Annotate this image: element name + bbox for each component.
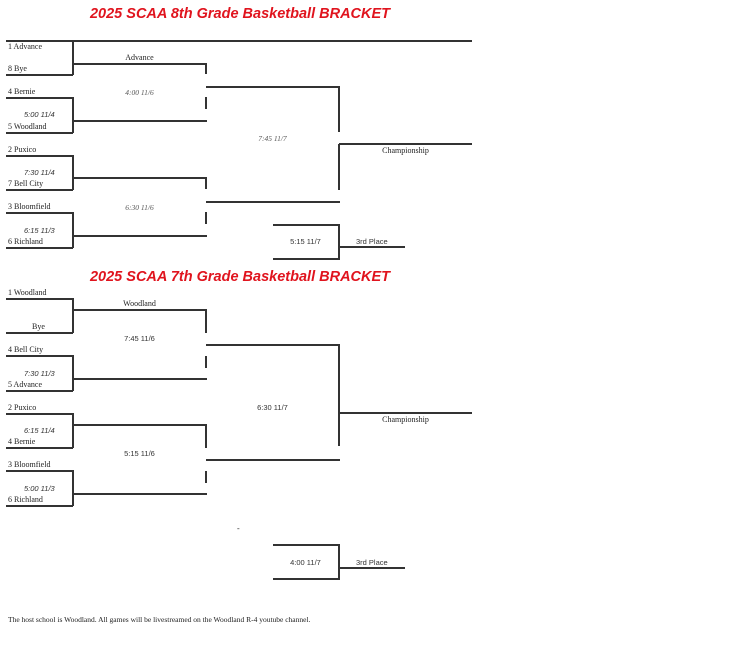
bracket-line	[72, 155, 74, 190]
bracket-line	[6, 390, 73, 392]
bracket-line	[6, 212, 73, 214]
team-slot: 3 Bloomfield	[8, 202, 51, 211]
bracket-line	[6, 97, 73, 99]
bracket-line	[72, 298, 74, 333]
bracket-line	[339, 143, 472, 145]
game-time: 6:30 11/6	[125, 203, 154, 212]
bracket-line	[6, 505, 73, 507]
bracket-line	[72, 413, 74, 448]
bracket-line	[6, 132, 73, 134]
bracket-line	[338, 144, 340, 190]
bracket-line	[6, 355, 73, 357]
team-slot: 7 Bell City	[8, 179, 44, 188]
bracket-line	[339, 246, 405, 248]
team-slot: 4 Bernie	[8, 87, 36, 96]
bracket-line	[72, 97, 74, 133]
bracket-line	[73, 235, 207, 237]
team-slot: 5 Advance	[8, 380, 42, 389]
bracket-line	[73, 120, 207, 122]
winner-label: Advance	[125, 53, 154, 62]
bracket-line	[338, 224, 340, 259]
bracket-line	[72, 470, 74, 506]
bracket-line	[273, 544, 340, 546]
championship-label: Championship	[382, 415, 429, 424]
bracket-line	[6, 332, 73, 334]
championship-label: Championship	[382, 146, 429, 155]
team-slot: 2 Puxico	[8, 403, 37, 412]
team-slot: 4 Bernie	[8, 437, 36, 446]
bracket-line	[206, 86, 340, 88]
bracket-line	[339, 412, 472, 414]
dash-mark: -	[237, 524, 240, 533]
third-place-label: 3rd Place	[356, 237, 388, 246]
bracket-line	[338, 86, 340, 132]
bracket-line	[6, 447, 73, 449]
bracket-line	[6, 413, 73, 415]
third-place-label: 3rd Place	[356, 558, 388, 567]
game-time: 6:15 11/4	[24, 426, 55, 435]
bracket-line	[73, 378, 207, 380]
team-slot: Bye	[32, 322, 45, 331]
game-time: 7:45 11/7	[258, 134, 287, 143]
team-slot: 2 Puxico	[8, 145, 37, 154]
game-time: 4:00 11/6	[125, 88, 154, 97]
bracket-line	[273, 578, 340, 580]
bracket-line	[6, 470, 73, 472]
game-time: 5:00 11/3	[24, 484, 55, 493]
footer-note: The host school is Woodland. All games w…	[8, 615, 311, 624]
bracket-line	[73, 63, 207, 65]
bracket-line	[205, 471, 207, 483]
game-time: 4:00 11/7	[290, 558, 321, 567]
bracket-line	[73, 493, 207, 495]
bracket-line	[338, 344, 340, 446]
bracket-line	[73, 424, 207, 426]
bracket-line	[205, 177, 207, 189]
bracket-line	[6, 298, 73, 300]
game-time: 6:30 11/7	[257, 403, 288, 412]
bracket-line	[72, 212, 74, 248]
bracket-line	[273, 224, 340, 226]
winner-label: Woodland	[123, 299, 156, 308]
bracket-line	[6, 40, 472, 42]
bracket-line	[205, 212, 207, 224]
team-slot: 3 Bloomfield	[8, 460, 51, 469]
game-time: 5:00 11/4	[24, 110, 55, 119]
team-slot: 6 Richland	[8, 495, 43, 504]
bracket-line	[205, 97, 207, 109]
bracket-line	[6, 155, 73, 157]
game-time: 6:15 11/3	[24, 226, 55, 235]
bracket-line	[205, 424, 207, 448]
bracket-title-8th: 2025 SCAA 8th Grade Basketball BRACKET	[89, 6, 391, 22]
bracket-line	[6, 74, 73, 76]
game-time: 7:30 11/4	[24, 168, 55, 177]
bracket-line	[72, 355, 74, 391]
bracket-line	[206, 344, 340, 346]
bracket-line	[339, 567, 405, 569]
bracket-title-7th: 2025 SCAA 7th Grade Basketball BRACKET	[89, 269, 391, 285]
bracket-line	[6, 247, 73, 249]
team-slot: 4 Bell City	[8, 345, 44, 354]
game-time: 5:15 11/6	[124, 449, 155, 458]
bracket-line	[73, 309, 207, 311]
game-time: 7:30 11/3	[24, 369, 55, 378]
bracket-line	[338, 544, 340, 579]
bracket-line	[73, 177, 207, 179]
bracket-line	[205, 309, 207, 333]
bracket-line	[273, 258, 340, 260]
bracket-line	[206, 201, 340, 203]
team-slot: 1 Woodland	[8, 288, 47, 297]
game-time: 7:45 11/6	[124, 334, 155, 343]
bracket-line	[206, 459, 340, 461]
team-slot: 5 Woodland	[8, 122, 47, 131]
team-slot: 1 Advance	[8, 42, 42, 51]
team-slot: 8 Bye	[8, 64, 27, 73]
bracket-line	[205, 63, 207, 74]
bracket-line	[6, 189, 73, 191]
bracket-line	[72, 40, 74, 75]
team-slot: 6 Richland	[8, 237, 43, 246]
bracket-line	[205, 356, 207, 368]
game-time: 5:15 11/7	[290, 237, 321, 246]
